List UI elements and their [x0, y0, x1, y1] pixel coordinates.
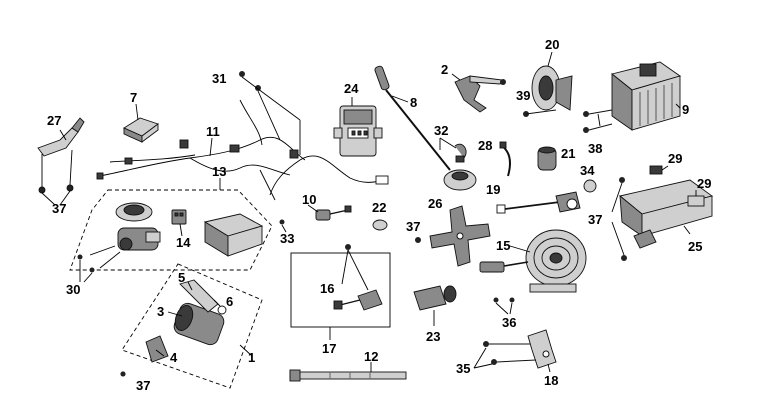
part-26-bracket	[429, 205, 491, 267]
callout-28: 28	[478, 138, 492, 153]
part-37-screw-bottom	[120, 371, 126, 377]
part-2-bracket	[454, 75, 506, 113]
part-27-bracket	[37, 117, 85, 194]
callout-37: 37	[52, 201, 66, 216]
callout-20: 20	[545, 37, 559, 52]
callout-9: 9	[682, 102, 689, 117]
part-36-screws	[493, 297, 515, 303]
callout-22: 22	[372, 200, 386, 215]
callout-37-mid: 37	[406, 219, 420, 234]
callout-4: 4	[170, 350, 178, 365]
callout-13: 13	[212, 164, 226, 179]
part-13-ecu-box	[203, 213, 264, 257]
callout-3: 3	[157, 304, 164, 319]
callout-24: 24	[344, 81, 359, 96]
callout-11: 11	[206, 124, 220, 139]
group-1-frame	[121, 263, 263, 389]
callout-2: 2	[441, 62, 448, 77]
callout-33: 33	[280, 231, 294, 246]
part-21-cap	[537, 146, 557, 171]
callout-35: 35	[456, 361, 470, 376]
part-35-bolts	[483, 341, 537, 365]
part-33-bolt	[279, 219, 285, 225]
callout-21: 21	[561, 146, 575, 161]
part-18-bracket	[527, 329, 557, 369]
part-19-speed-sensor	[496, 191, 581, 214]
callout-7: 7	[130, 90, 137, 105]
callout-10: 10	[302, 192, 316, 207]
part-12-cable-tie	[289, 369, 407, 382]
callout-39: 39	[516, 88, 530, 103]
part-22-cap	[372, 219, 388, 231]
callout-31: 31	[212, 71, 226, 86]
part-11-wire-harness	[96, 99, 389, 201]
callout-15: 15	[496, 238, 510, 253]
part-39-bolt	[523, 109, 557, 117]
callout-19: 19	[486, 182, 500, 197]
callout-1: 1	[248, 350, 255, 365]
callout-38: 38	[588, 141, 602, 156]
callout-18: 18	[544, 373, 558, 388]
callout-26: 26	[428, 196, 442, 211]
part-34-grommet	[583, 179, 597, 193]
part-37-screw-mid	[415, 237, 421, 243]
part-10-sensor	[315, 205, 352, 221]
part-14-connector	[171, 209, 187, 225]
callout-14: 14	[176, 235, 191, 250]
callout-37-right: 37	[588, 212, 602, 227]
part-38-bolts	[583, 109, 613, 133]
part-13-fuel-pump	[115, 202, 161, 251]
part-16-switch	[333, 244, 383, 311]
part-9-regulator	[611, 61, 682, 131]
callout-16: 16	[320, 281, 334, 296]
part-7-relay	[123, 117, 159, 143]
callout-17: 17	[322, 341, 336, 356]
callout-36: 36	[502, 315, 516, 330]
part-25-tray	[619, 165, 714, 249]
callout-34: 34	[580, 163, 595, 178]
part-37-screws-right	[619, 177, 627, 261]
part-32-connector	[454, 143, 467, 163]
callout-25: 25	[688, 239, 702, 254]
callout-23: 23	[426, 329, 440, 344]
part-30-screws	[77, 254, 95, 273]
callout-8: 8	[410, 95, 417, 110]
part-15-speaker	[479, 229, 587, 293]
callout-32: 32	[434, 123, 448, 138]
part-20-horn	[531, 65, 573, 111]
callout-37-bottom: 37	[136, 378, 150, 393]
callout-6: 6	[226, 294, 233, 309]
callout-30: 30	[66, 282, 80, 297]
callout-12: 12	[364, 349, 378, 364]
part-31-screws	[239, 71, 261, 91]
part-8-fuel-sender	[374, 65, 477, 191]
group-13-frame	[69, 189, 273, 271]
part-28-wire	[499, 141, 511, 177]
callout-27: 27	[47, 113, 61, 128]
callout-5: 5	[178, 270, 185, 285]
part-23-bracket	[413, 285, 457, 311]
callout-29-second: 29	[697, 176, 711, 191]
part-1-starter-relay	[145, 279, 227, 363]
callout-29: 29	[668, 151, 682, 166]
part-24-fuse-box	[333, 105, 383, 157]
group-17-frame	[290, 252, 391, 328]
